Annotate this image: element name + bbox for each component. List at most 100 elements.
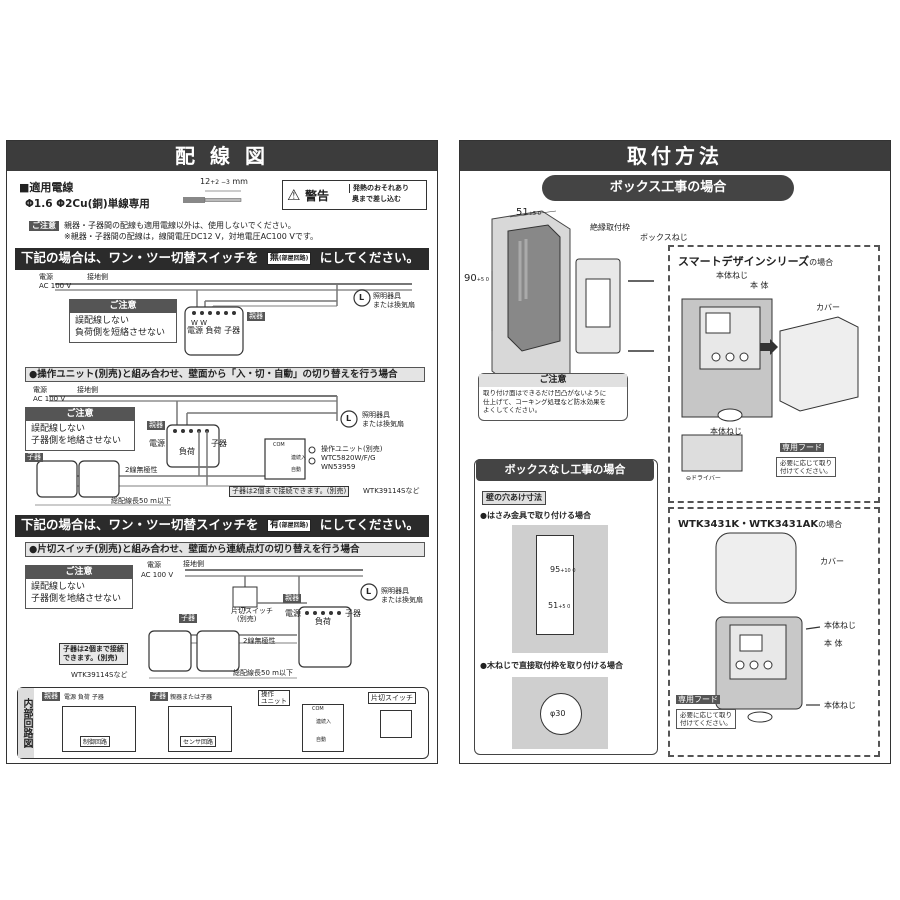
smart-driver: ⊖ドライバー <box>686 475 721 482</box>
caution-line-1: 親器・子器間の配線も適用電線以外は、使用しないでください。 <box>64 221 296 230</box>
d2-term-child: 子器 <box>211 439 227 448</box>
warning-text-2: 奥まで差し込む <box>352 195 401 203</box>
dim-95: 95+10 0 <box>550 565 576 574</box>
d3-lamp-symbol: L <box>366 587 372 596</box>
d2-cont: 連続入 <box>291 455 307 461</box>
d1-lamp-symbol: L <box>359 293 365 302</box>
d3-lamp-label-1: 照明器具 <box>381 587 409 595</box>
smart-body-screw: 本体ねじ <box>716 271 748 280</box>
band-switch-on: 下記の場合は、ワン・ツー切替スイッチを 有(部屋回路) にしてください。 <box>15 515 429 537</box>
warning-box: ⚠ 警告 発熱のおそれあり 奥まで差し込む <box>282 180 427 210</box>
wtk-body-screw: 本体ねじ <box>824 621 856 630</box>
d3-switch-label-2: (別売) <box>237 615 257 623</box>
wire-heading: ■適用電線 <box>19 181 74 194</box>
wtk-title: WTK3431K・WTK3431AKの場合 <box>678 519 843 530</box>
d3-ground: 接地側 <box>183 560 204 568</box>
d3-parent-label: 親器 <box>283 594 301 603</box>
d3-two-units: 子器は2個まで接続できます。(別売) <box>59 643 128 665</box>
smart-design-box: スマートデザインシリーズの場合 本体ねじ 本 体 カバー 本体ねじ ⊖ドライバー… <box>668 245 880 503</box>
wtk-body-screw-2: 本体ねじ <box>824 701 856 710</box>
box-install-drawing <box>491 210 654 394</box>
d2-child-label: 子器 <box>25 453 43 462</box>
d3-child-label: 子器 <box>179 614 197 623</box>
internal-unit-cont: 連続入 <box>316 719 332 725</box>
internal-child-tag: 子器 <box>150 692 168 701</box>
wood-method: ●木ねじで直接取付枠を取り付ける場合 <box>480 661 623 670</box>
internal-switch-box <box>380 710 412 738</box>
installation-panel: 取付方法 ボックス工事の場合 51+5 0 90+5 0 絶縁取付枠 ボックスね… <box>459 140 891 764</box>
d3-total-length: 総配線長50 m以下 <box>233 669 293 677</box>
d2-ac: AC 100 V <box>33 395 66 403</box>
internal-parent-box <box>62 706 136 752</box>
d1-parent-label: 親器 <box>247 312 265 321</box>
d3-power: 電源 <box>147 561 161 569</box>
section-2-title: ●操作ユニット(別売)と組み合わせ、壁面から「入・切・自動」の切り替えを行う場合 <box>25 367 425 382</box>
d2-model: WTK39114Sなど <box>363 487 420 495</box>
d3-lamp-label-2: または換気扇 <box>381 596 423 604</box>
internal-switch-tag: 片切スイッチ <box>368 692 416 704</box>
d2-term-power: 電源 <box>149 439 165 448</box>
d1-ac: AC 100 V <box>39 282 72 290</box>
d3-term-child: 子器 <box>345 609 361 618</box>
d1-term-names: 電源 負荷 子器 <box>187 326 241 335</box>
smart-design-drawing <box>681 298 859 472</box>
wood-hole <box>540 693 582 735</box>
d2-com: COM <box>273 442 285 448</box>
wtk-body: 本 体 <box>824 639 843 648</box>
switch-off-chip: 無(部屋回路) <box>266 252 312 265</box>
d1-ground: 接地側 <box>87 273 108 281</box>
clip-method: ●はさみ金具で取り付ける場合 <box>480 511 591 520</box>
internal-circuit-section: 内部回路図 親器 電源 負荷 子器 制御回路 子器 親器または子器 センサ回路 … <box>17 687 429 759</box>
smart-title: スマートデザインシリーズの場合 <box>678 255 834 268</box>
d2-ground: 接地側 <box>77 386 98 394</box>
internal-unit-tag: 操作ユニット <box>258 690 290 706</box>
no-box-pill: ボックスなし工事の場合 <box>476 459 654 481</box>
d2-two-units: 子器は2個まで接続できます。(別売) <box>229 486 350 497</box>
box-caution-note: ご注意 取り付け面はできるだけ凹凸がないように仕上げて、コーキング処理など防水効… <box>478 373 628 421</box>
d3-ac: AC 100 V <box>141 571 174 579</box>
d1-lamp-label-2: または換気扇 <box>373 301 415 309</box>
internal-unit-auto: 自動 <box>316 737 327 743</box>
internal-parent-terms: 電源 負荷 子器 <box>64 694 104 701</box>
d2-two-wire: 2線無極性 <box>125 466 158 474</box>
d2-term-load: 負荷 <box>179 447 195 456</box>
internal-child-terms: 親器または子器 <box>170 694 213 701</box>
caution-line-2: ※親器・子器間の配線は，線間電圧DC12 V，対地電圧AC100 Vです。 <box>64 232 319 241</box>
band-switch-off: 下記の場合は、ワン・ツー切替スイッチを 無(部屋回路) にしてください。 <box>15 248 429 270</box>
internal-parent-tag: 親器 <box>42 692 60 701</box>
box-install-pill: ボックス工事の場合 <box>542 175 794 201</box>
warning-icon: ⚠ <box>287 186 301 204</box>
d2-total-length: 総配線長50 m以下 <box>111 497 171 505</box>
wtk-hood-tag: 専用フード <box>676 695 720 704</box>
d3-model: WTK39114Sなど <box>71 671 128 679</box>
wiring-diagram-2 <box>35 395 358 506</box>
section-3-title: ●片切スイッチ(別売)と組み合わせ、壁面から連続点灯の切り替えを行う場合 <box>25 542 425 557</box>
smart-hood-note: 必要に応じて取り付けてください。 <box>776 457 836 477</box>
internal-child-circuit: センサ回路 <box>180 736 217 747</box>
clip-hole <box>536 535 574 635</box>
d2-lamp-label-1: 照明器具 <box>362 411 390 419</box>
warning-label: 警告 <box>305 189 330 203</box>
d2-lamp-symbol: L <box>346 414 352 423</box>
internal-unit-box <box>302 704 344 752</box>
d2-unit-model-2: WN53959 <box>321 463 356 471</box>
installation-title: 取付方法 <box>460 141 890 171</box>
wtk-hood-note: 必要に応じて取り付けてください。 <box>676 709 736 729</box>
box-screw-label: ボックスねじ <box>640 233 688 242</box>
smart-body: 本 体 <box>750 281 769 290</box>
caution-tag: ご注意 <box>29 221 59 231</box>
d2-unit-model-1: WTC5820W/F/G <box>321 454 376 462</box>
d2-power: 電源 <box>33 386 47 394</box>
d1-caution-note: ご注意 誤配線しない負荷側を短絡させない <box>69 299 177 343</box>
d2-parent-label: 親器 <box>147 421 165 430</box>
dim-51: 51+5 0 <box>516 207 541 218</box>
d2-auto: 自動 <box>291 467 302 473</box>
dim-51b: 51+5 0 <box>548 601 571 610</box>
internal-unit-com: COM <box>312 706 324 712</box>
wire-strip-drawing <box>183 190 242 203</box>
d1-term-labels: W W <box>191 319 208 327</box>
wiring-diagram-3 <box>148 569 378 679</box>
smart-body-screw-2: 本体ねじ <box>710 427 742 436</box>
d3-term-power: 電源 <box>285 609 301 618</box>
switch-on-chip: 有(部屋回路) <box>266 519 312 532</box>
